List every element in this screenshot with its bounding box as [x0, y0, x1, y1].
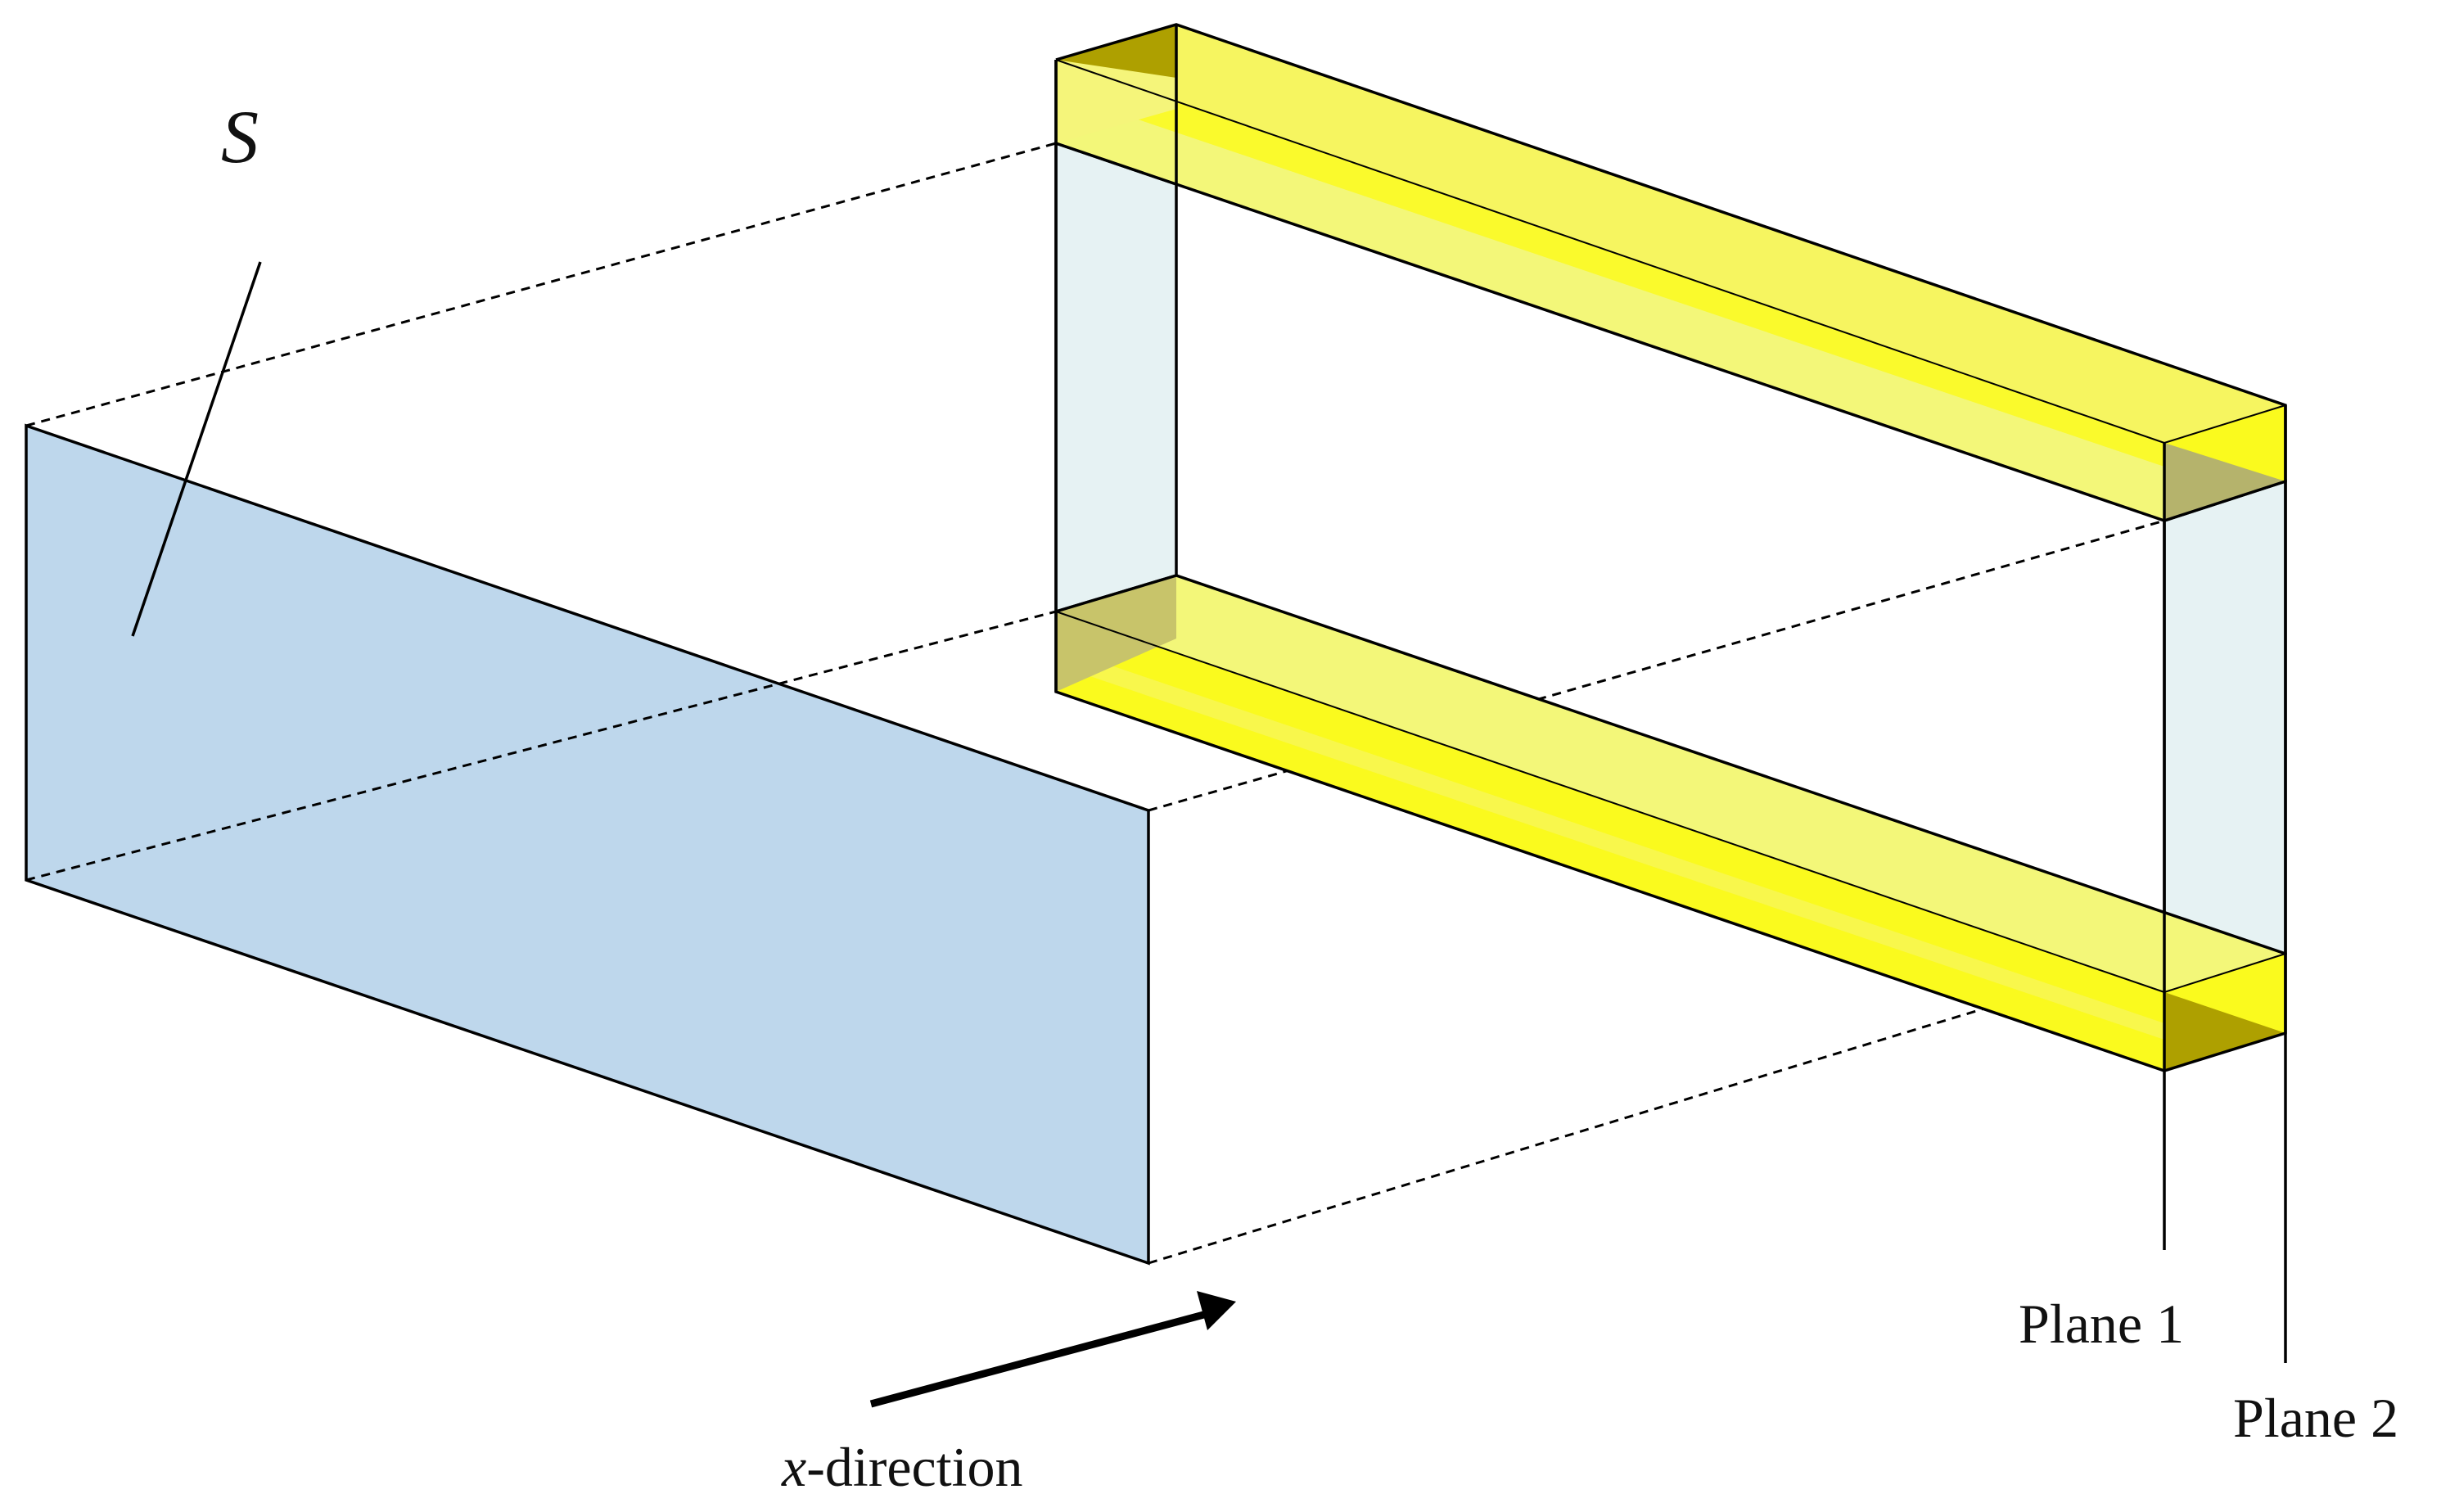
- arrow-head-icon: [1197, 1291, 1236, 1330]
- bottom-slab-left-end: [1056, 575, 1176, 692]
- top-slab-left-end-shade: [1056, 25, 1176, 78]
- top-slab-front-upper-band: [1056, 60, 2164, 467]
- dashed-line-bottom-right: [1148, 952, 2165, 1265]
- dashed-line-top-left: [25, 142, 1057, 427]
- top-slab-edge-inner: [1055, 59, 2165, 444]
- plane2-label: Plane 2: [2233, 1387, 2398, 1449]
- left-side-face: [1054, 141, 1178, 614]
- flux-tube: [1054, 23, 2287, 1072]
- bottom-slab-front-light: [1056, 647, 2164, 1040]
- right-side-face: [2163, 479, 2287, 995]
- x-direction-arrow: [869, 1291, 1236, 1408]
- bottom-slab-edge-inner: [1055, 611, 2165, 993]
- top-slab-right-end-shade: [2164, 443, 2285, 521]
- top-slab-edge-back: [2164, 404, 2286, 444]
- arrow-shaft: [869, 1309, 1211, 1408]
- surface-s-face: [25, 423, 1150, 1266]
- surface-s: [25, 423, 1150, 1266]
- plane1-label: Plane 1: [2019, 1293, 2184, 1355]
- bottom-slab-right-end-shade: [2164, 992, 2285, 1071]
- s-pointer-line: [131, 261, 262, 637]
- top-slab-top-face: [1056, 25, 2285, 443]
- bottom-slab-top-face: [1056, 575, 2285, 992]
- surface-s-label: S: [221, 95, 259, 178]
- x-direction-label: x-direction: [781, 1436, 1023, 1498]
- plane-indicators: [2163, 1033, 2287, 1363]
- bottom-slab-front-edge: [2164, 953, 2286, 993]
- dashed-line-bottom-left: [25, 610, 1057, 882]
- x-direction-variable: x: [781, 1436, 806, 1498]
- x-direction-suffix: -direction: [806, 1436, 1022, 1498]
